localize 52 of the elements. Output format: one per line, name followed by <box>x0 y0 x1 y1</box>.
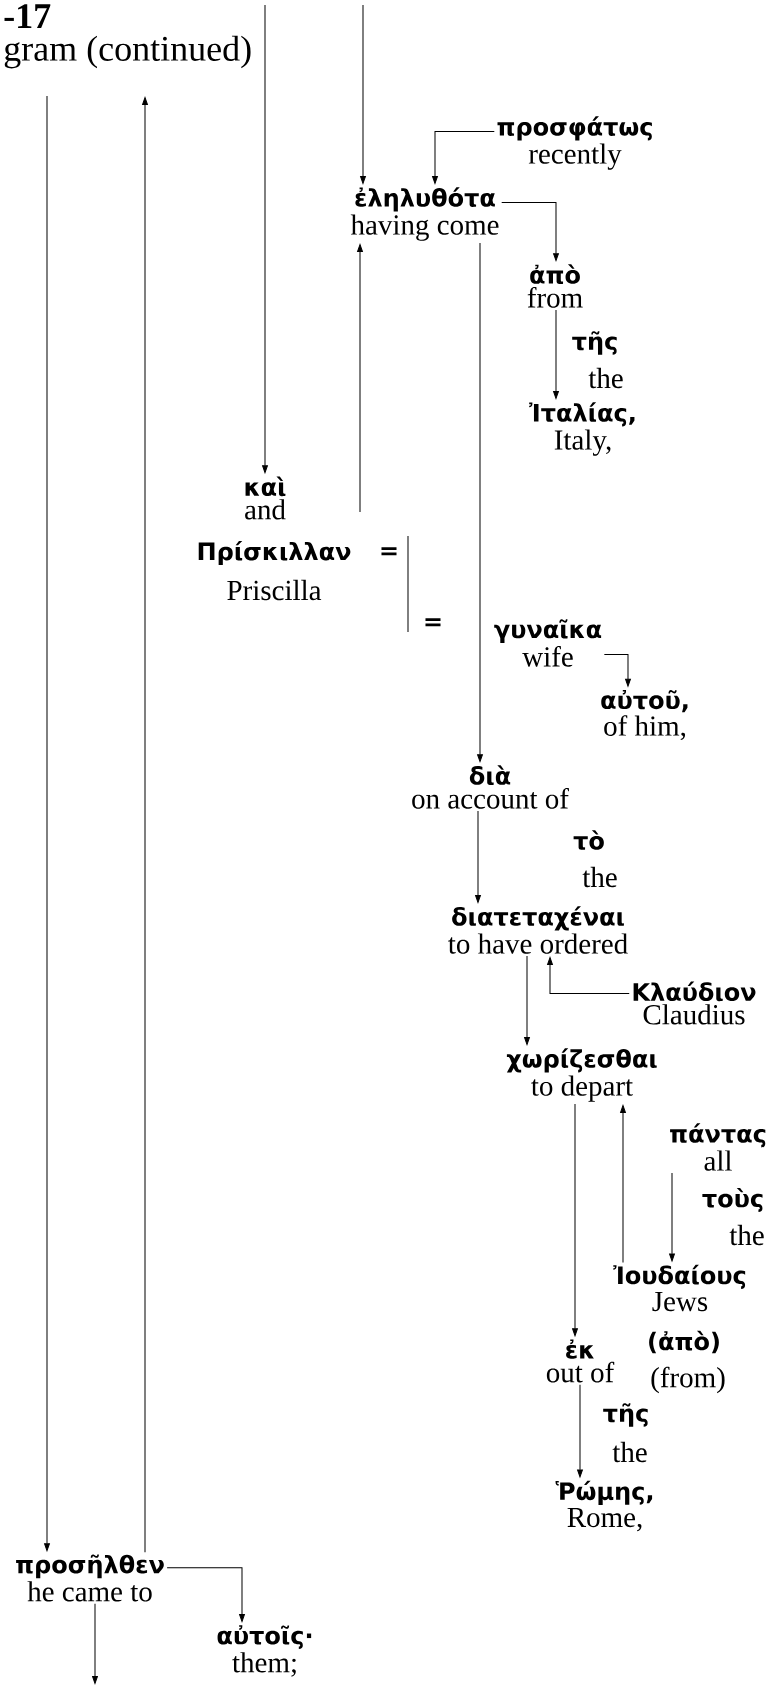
arrow <box>669 1172 675 1262</box>
arrow <box>360 4 366 184</box>
gloss-text: the <box>582 866 617 888</box>
arrow <box>477 242 483 763</box>
gloss-text: Priscilla <box>227 579 322 601</box>
arrow <box>572 1103 578 1337</box>
arrow <box>166 1567 245 1622</box>
greek-word-with-gloss: διατεταχέναι to have ordered <box>448 906 628 954</box>
greek-word-with-gloss: Κλαύδιον Claudius <box>633 981 756 1025</box>
greek-word-with-gloss: Ἰταλίας, Italy, <box>529 402 635 456</box>
greek-word-with-gloss: Ἰουδαίους Jews <box>613 1264 746 1312</box>
greek-word-with-gloss: πάντας all <box>670 1123 766 1171</box>
arrow <box>432 130 495 184</box>
arrow <box>142 97 148 1553</box>
greek-word-with-gloss: χωρίζεσθαι to depart <box>506 1048 657 1102</box>
gloss-text: the <box>612 1441 647 1463</box>
greek-word-with-gloss: καὶ and <box>245 476 286 520</box>
article-word: τοὺς <box>702 1187 763 1213</box>
greek-word-with-gloss: αὐτοῖς· them; <box>217 1625 312 1677</box>
greek-word-with-gloss: διὰ on account of <box>412 765 569 809</box>
article-word: τὸ <box>573 830 604 850</box>
gloss-text: (from) <box>651 1366 725 1394</box>
greek-word-with-gloss: προσῆλθεν he came to <box>16 1554 164 1602</box>
arrow <box>262 4 268 474</box>
arrow <box>524 955 530 1045</box>
arrow <box>620 1105 626 1264</box>
equals-sign: = <box>381 547 397 556</box>
gloss-text: the <box>729 1224 764 1246</box>
greek-word-with-gloss: Ῥώμης, Rome, <box>555 1480 653 1532</box>
greek-word: Πρίσκιλλαν <box>198 540 351 566</box>
article-word: τῆς <box>603 1403 648 1427</box>
greek-word-with-gloss: ἐκ out of <box>546 1339 615 1383</box>
arrow <box>357 244 363 513</box>
title-text: -17 <box>4 4 51 28</box>
arrow <box>577 1384 583 1478</box>
arrow <box>603 653 631 687</box>
greek-word: (ἀπὸ) <box>649 1330 719 1354</box>
title-text: gram (continued) <box>4 35 251 69</box>
greek-word-with-gloss: προσφάτως recently <box>497 116 652 170</box>
article-word: τῆς <box>572 331 617 355</box>
arrow <box>547 957 630 994</box>
arrow <box>553 309 559 399</box>
arrow <box>92 1603 98 1684</box>
arrow <box>44 95 50 1552</box>
arrow <box>475 810 481 903</box>
equals-sign: = <box>425 618 441 627</box>
greek-word-with-gloss: ἀπὸ from <box>527 264 583 308</box>
greek-word-with-gloss: αὐτοῦ, of him, <box>601 689 688 741</box>
greek-word-with-gloss: γυναῖκα wife <box>494 619 602 667</box>
greek-word-with-gloss: ἐληλυθότα having come <box>350 187 499 241</box>
arrow <box>501 201 559 262</box>
gloss-text: the <box>588 367 623 389</box>
